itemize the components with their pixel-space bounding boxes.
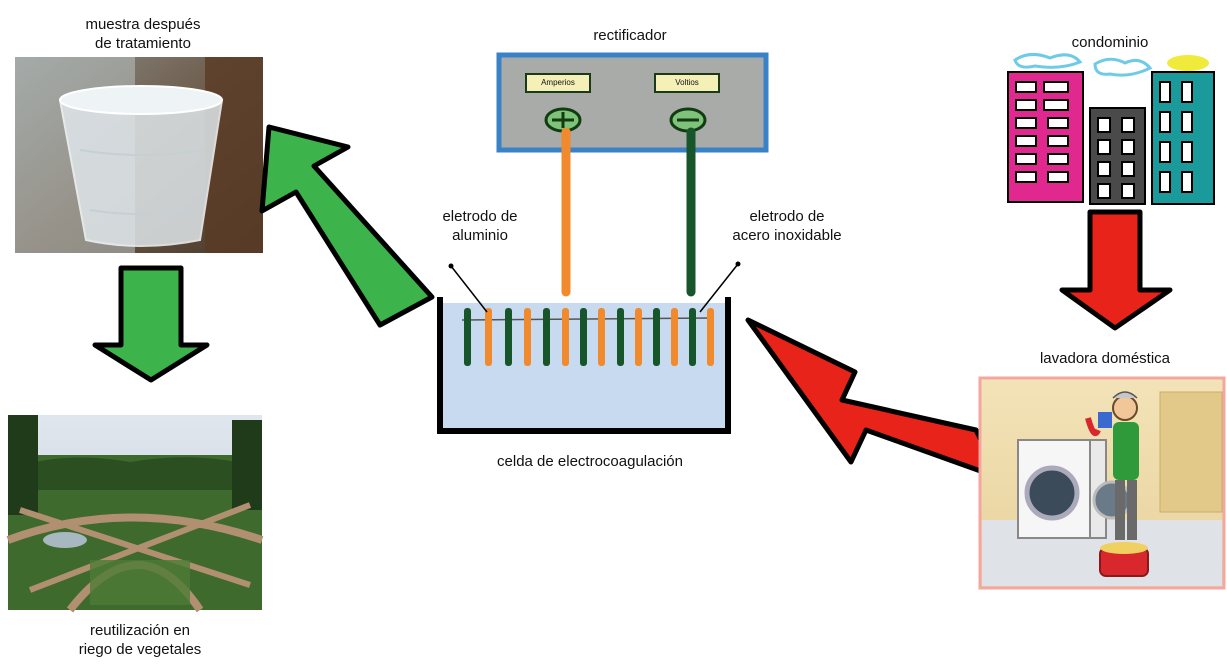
ammeter-display <box>525 73 591 93</box>
electrode-array <box>464 308 714 366</box>
stainless-label-line-1: eletrodo de <box>749 208 825 225</box>
voltmeter-display-text: Voltios <box>675 78 699 87</box>
stainless-label-line-2: acero inoxidable <box>732 227 842 244</box>
sample-after-treatment-label: muestra después de tratamiento <box>58 15 228 53</box>
reuse-irrigation-label: reutilización en riego de vegetales <box>40 621 240 659</box>
reuse-label-line-1: reutilización en <box>89 622 191 639</box>
washing-machine-illustration <box>978 376 1226 590</box>
stainless-electrode-label: eletrodo de acero inoxidable <box>712 207 862 245</box>
condominium-illustration <box>1007 53 1215 205</box>
stainless-electrode-pointer <box>699 261 741 313</box>
ammeter-display-text: Amperios <box>541 78 575 87</box>
aluminum-electrode-pointer <box>448 263 488 313</box>
arrow-cell-to-sample <box>259 124 435 328</box>
minus-terminal-icon <box>669 107 707 133</box>
cell-label: celda de electrocoagulación <box>497 453 683 470</box>
reuse-label-line-2: riego de vegetales <box>78 641 202 658</box>
electrocoagulation-cell <box>437 297 731 434</box>
garden-irrigation-photo <box>6 415 264 613</box>
arrow-condominium-to-washer <box>1059 209 1173 331</box>
arrow-washer-to-cell <box>745 317 1003 481</box>
rectifier-box <box>496 52 769 153</box>
washing-machine-label: lavadora doméstica <box>1039 350 1171 367</box>
voltmeter-display <box>654 73 720 93</box>
aluminum-electrode-label: eletrodo de aluminio <box>420 207 540 245</box>
treated-sample-photo <box>15 57 263 253</box>
aluminum-label-line-1: eletrodo de <box>442 208 518 225</box>
arrow-sample-to-garden <box>92 265 210 383</box>
sample-label-line-2: de tratamiento <box>95 35 191 52</box>
rectifier-label: rectificador <box>593 27 667 44</box>
aluminum-label-line-2: aluminio <box>452 227 508 244</box>
condominium-label: condominio <box>1071 34 1149 51</box>
plus-terminal-icon <box>544 107 582 133</box>
sample-label-line-1: muestra después <box>85 16 201 33</box>
